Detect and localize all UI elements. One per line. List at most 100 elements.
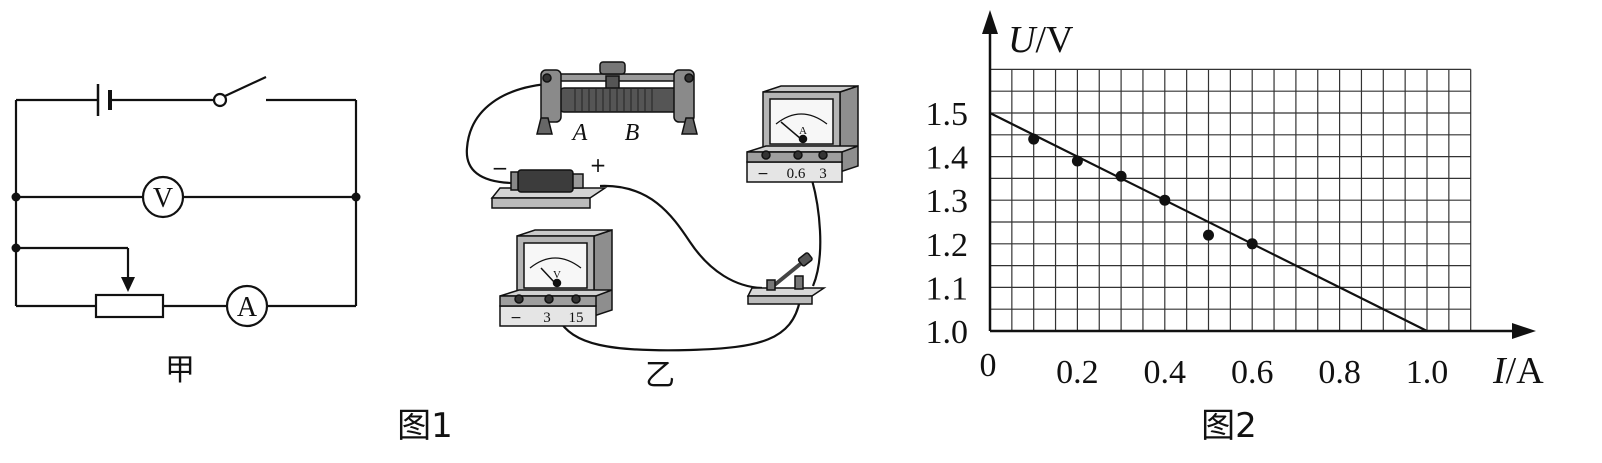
ammeter-terminal-3 [818, 150, 828, 160]
graph-grid [990, 68, 1472, 331]
switch-blade-arm [770, 259, 806, 289]
battery-positive-label: + [590, 153, 607, 177]
slider-arrow-head [121, 277, 135, 292]
ammeter-scale-arc [775, 113, 828, 125]
knife-switch [746, 252, 827, 305]
ammeter-terminal-label-06: 0.6 [787, 166, 806, 182]
rheostat-terminal-left [542, 73, 552, 83]
data-point [1246, 238, 1258, 250]
data-point [1159, 194, 1171, 206]
junction-dot-left-upper [11, 192, 21, 202]
origin-label: 0 [980, 347, 997, 384]
figure2-caption: 图2 [1201, 406, 1257, 446]
rheostat-left-foot [536, 117, 553, 135]
ammeter-needle-pivot [798, 134, 808, 144]
graph-axes [982, 10, 1536, 339]
ui-graph: 1.5 1.4 1.3 1.2 1.1 1.0 0.2 0.4 0.6 0.8 1.0 0 U/V… [926, 10, 1544, 446]
y-axis-label-unit: /V [1035, 19, 1074, 61]
rheostat-body [94, 293, 165, 319]
voltmeter-case-top [516, 229, 613, 237]
x-tick-label: 0.4 [1144, 354, 1187, 391]
battery-holder [490, 169, 608, 209]
battery-base-front [491, 197, 591, 209]
battery-negative-label: − [492, 156, 509, 180]
x-tick-label: 0.6 [1231, 354, 1274, 391]
rheostat-terminal-a-label: A [571, 120, 588, 146]
switch-base-top [746, 287, 827, 297]
voltmeter-terminal-label-neg: − [510, 310, 522, 326]
switch-left-post [766, 279, 776, 291]
voltmeter-terminal-label-15: 15 [569, 310, 584, 326]
graph-x-ticks: 0.2 0.4 0.6 0.8 1.0 [1056, 354, 1448, 391]
x-axis-label: I/A [1492, 350, 1544, 392]
data-point [1071, 155, 1083, 167]
data-point [1203, 229, 1214, 241]
voltmeter-letter: V [153, 183, 173, 214]
apparatus-yi-label: 乙 [645, 358, 675, 393]
ammeter-terminal-2 [793, 150, 803, 160]
rheostat-right-foot [681, 117, 698, 135]
fit-line [989, 112, 1428, 332]
rheostat-terminal-b-label: B [625, 120, 640, 146]
y-tick-label: 1.5 [926, 96, 969, 133]
wire-battery-to-switch [599, 184, 763, 290]
rheostat-terminal-right [684, 73, 694, 83]
voltmeter-terminal-3 [571, 294, 581, 304]
voltmeter-terminal-label-3: 3 [543, 310, 551, 326]
x-tick-label: 1.0 [1406, 354, 1449, 391]
voltmeter-needle-pivot [552, 278, 562, 288]
data-point [1115, 170, 1127, 182]
circuit-jia-label: 甲 [165, 353, 195, 388]
y-axis-label: U/V [1008, 19, 1074, 61]
voltmeter-terminal-2 [544, 294, 554, 304]
graph-marks [989, 112, 1428, 332]
x-tick-label: 0.2 [1056, 354, 1099, 391]
graph-y-ticks: 1.5 1.4 1.3 1.2 1.1 1.0 [926, 96, 969, 351]
battery-left-clip [510, 171, 519, 191]
voltmeter-terminal-1 [514, 294, 524, 304]
circuit-diagram-jia [14, 76, 358, 328]
voltmeter-scale-arc [529, 257, 582, 269]
y-tick-label: 1.3 [926, 183, 969, 220]
switch-handle [797, 252, 813, 267]
y-axis-label-quantity: U [1008, 19, 1038, 61]
x-axis-label-quantity: I [1492, 350, 1508, 392]
x-axis-arrow [1512, 323, 1536, 339]
ammeter-dial-letter: A [799, 125, 807, 137]
voltmeter-dial-letter: V [553, 269, 561, 281]
wire-rheostat-to-battery [465, 82, 548, 185]
ammeter-terminal-1 [761, 150, 771, 160]
rheostat-right-end [673, 69, 695, 123]
ammeter-instrument [746, 84, 859, 183]
figure1-caption: 图1 [397, 406, 453, 446]
rheostat-coil [559, 87, 679, 113]
ammeter-terminal-label-3: 3 [819, 166, 827, 182]
junction-dot-right-upper [351, 192, 361, 202]
data-point [1028, 133, 1040, 145]
apparatus-yi: A B − + A − 0.6 [465, 61, 859, 393]
ammeter-letter: A [237, 292, 258, 323]
sliding-rheostat [536, 61, 698, 135]
switch-base-front [747, 295, 813, 305]
ammeter-needle [780, 121, 802, 140]
y-tick-label: 1.2 [926, 227, 969, 264]
y-tick-label: 1.0 [926, 314, 969, 351]
ammeter-case-top [762, 85, 859, 93]
switch-blade [224, 76, 267, 97]
x-tick-label: 0.8 [1318, 354, 1361, 391]
battery-cell [517, 169, 574, 193]
rheostat-left-end [540, 69, 562, 123]
y-tick-label: 1.1 [926, 270, 969, 307]
voltmeter-instrument [499, 228, 613, 327]
ammeter-terminal-label-neg: − [757, 166, 769, 182]
junction-dot-left-lower [11, 243, 21, 253]
voltmeter-needle [540, 267, 556, 284]
switch-right-post [794, 275, 804, 290]
x-axis-label-unit: /A [1506, 350, 1545, 392]
battery-cap [572, 173, 584, 189]
y-tick-label: 1.4 [926, 140, 969, 177]
rheostat-coil-turns [574, 88, 653, 112]
switch-pivot [212, 92, 228, 108]
rheostat-slider-knob [599, 61, 626, 75]
